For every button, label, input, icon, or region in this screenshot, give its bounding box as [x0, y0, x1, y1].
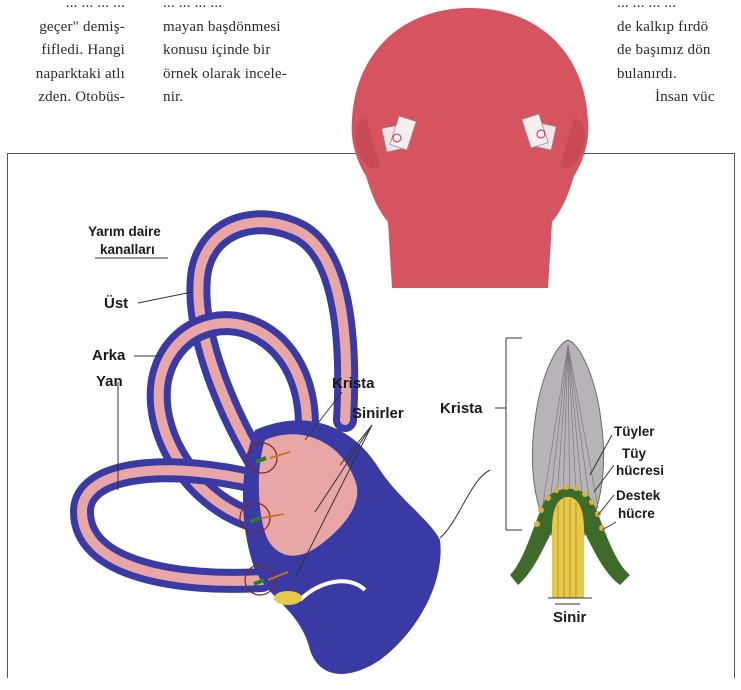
label-crista: Krista [332, 375, 375, 392]
label-nerves: Sinirler [352, 405, 404, 422]
label-crista-detail: Krista [440, 400, 483, 417]
label-hairs: Tüyler [614, 424, 655, 439]
label-side-canal: Yan [96, 373, 123, 390]
label-support-cell-1: Destek [616, 488, 661, 503]
label-canals-title-2: kanalları [100, 242, 155, 257]
label-canals-title-1: Yarım daire [88, 224, 161, 239]
label-nerve: Sinir [553, 609, 587, 626]
label-hair-cell-2: hücresi [616, 463, 664, 478]
head-silhouette [352, 8, 589, 288]
crista-detail [510, 340, 630, 598]
label-hair-cell-1: Tüy [622, 446, 646, 461]
vestibule [243, 420, 441, 674]
label-upper-canal: Üst [104, 295, 128, 312]
label-support-cell-2: hücre [618, 506, 655, 521]
label-back-canal: Arka [92, 347, 126, 364]
